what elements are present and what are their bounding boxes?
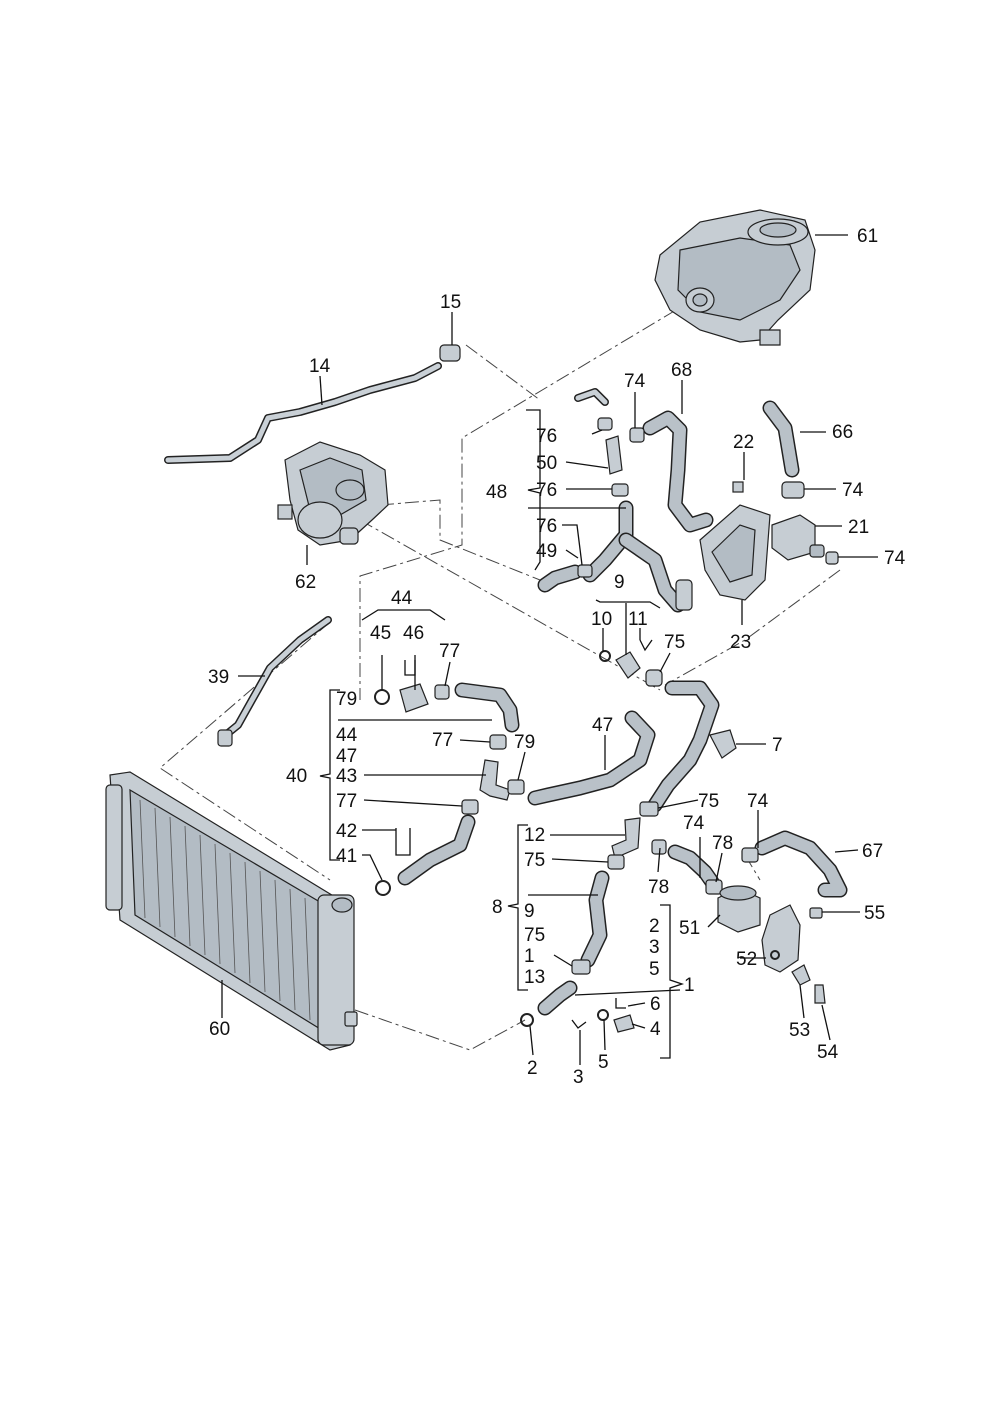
hose-68 [629, 410, 714, 533]
callout-label: 13 [524, 967, 545, 988]
hose-44-assembly [374, 660, 520, 733]
callout-label: 74 [624, 371, 646, 392]
callout-label: 2 [527, 1058, 538, 1079]
callout-label: 78 [712, 833, 733, 854]
callout-label: 6 [650, 994, 661, 1015]
callout-label: 2 [649, 916, 660, 937]
callout-label: 76 [536, 516, 557, 537]
hose-67 [741, 830, 848, 919]
callout-label: 51 [679, 918, 700, 939]
hose-40-assembly [375, 734, 525, 896]
hose-14 [164, 344, 461, 464]
mount-53-54 [791, 964, 826, 1004]
callout-label: 74 [884, 548, 906, 569]
callout-label: 67 [862, 841, 883, 862]
callout-label: 40 [286, 766, 307, 787]
hose-8-assembly [520, 817, 667, 1033]
callout-label: 21 [848, 517, 869, 538]
leader-lines [221, 234, 878, 1065]
hose-66 [732, 400, 805, 499]
callout-label: 61 [857, 226, 878, 247]
callout-label: 75 [698, 791, 719, 812]
connector-9 [599, 639, 663, 687]
callout-label: 4 [650, 1019, 661, 1040]
callout-label: 47 [336, 746, 357, 767]
callout-labels: 61 15 14 74 68 76 50 48 76 76 49 66 22 7… [208, 226, 906, 1088]
callout-label: 79 [514, 732, 535, 753]
callout-label: 66 [832, 422, 853, 443]
sensor-21 [771, 514, 839, 565]
callout-label: 5 [649, 959, 660, 980]
callout-label: 1 [684, 975, 695, 996]
callout-label: 5 [598, 1052, 609, 1073]
callout-label: 9 [614, 572, 625, 593]
callout-label: 41 [336, 846, 357, 867]
callout-label: 55 [864, 903, 885, 924]
bracket-52 [761, 904, 801, 973]
callout-label: 74 [842, 480, 864, 501]
callout-label: 74 [683, 813, 705, 834]
callout-label: 43 [336, 766, 357, 787]
pump-51 [717, 885, 761, 933]
callout-label: 39 [208, 667, 229, 688]
callout-label: 15 [440, 292, 461, 313]
callout-label: 3 [649, 937, 660, 958]
callout-label: 46 [403, 623, 424, 644]
assembly-lines [159, 309, 841, 1051]
callout-label: 11 [628, 609, 648, 630]
callout-label: 75 [524, 850, 545, 871]
bracket-23 [699, 504, 771, 601]
callout-label: 68 [671, 360, 692, 381]
callout-label: 49 [536, 541, 557, 562]
callout-label: 45 [370, 623, 391, 644]
callout-label: 7 [772, 735, 783, 756]
callout-label: 23 [730, 632, 751, 653]
callout-label: 78 [648, 877, 669, 898]
callout-label: 79 [336, 689, 357, 710]
hose-75-main [639, 680, 737, 817]
callout-label: 47 [592, 715, 613, 736]
callout-label: 12 [524, 825, 545, 846]
callout-label: 48 [486, 482, 507, 503]
hose-47 [527, 710, 656, 806]
callout-label: 22 [733, 432, 754, 453]
callout-label: 60 [209, 1019, 230, 1040]
thermostat-housing [277, 441, 389, 546]
callout-label: 44 [336, 725, 358, 746]
hose-48-assembly [537, 388, 693, 613]
callout-label: 10 [591, 609, 612, 630]
hose-13 [667, 844, 723, 895]
radiator [105, 771, 358, 1051]
callout-label: 3 [573, 1067, 584, 1088]
callout-label: 76 [536, 480, 557, 501]
callout-label: 75 [664, 632, 685, 653]
callout-label: 44 [391, 588, 413, 609]
callout-label: 76 [536, 426, 557, 447]
callout-label: 75 [524, 925, 545, 946]
callout-label: 9 [524, 901, 535, 922]
callout-label: 77 [336, 791, 357, 812]
callout-label: 62 [295, 572, 316, 593]
callout-label: 1 [524, 946, 535, 967]
callout-label: 77 [432, 730, 453, 751]
callout-label: 54 [817, 1042, 839, 1063]
hose-39 [217, 616, 332, 747]
callout-label: 53 [789, 1020, 810, 1041]
callout-label: 50 [536, 453, 557, 474]
callout-label: 52 [736, 949, 757, 970]
coolant-expansion-tank [654, 209, 816, 346]
callout-label: 14 [309, 356, 331, 377]
callout-label: 77 [439, 641, 460, 662]
callout-label: 74 [747, 791, 769, 812]
callout-label: 42 [336, 821, 357, 842]
callout-label: 8 [492, 897, 503, 918]
